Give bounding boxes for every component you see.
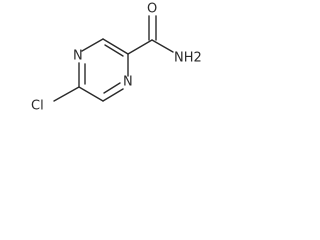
bond-c6-c5 [78,86,104,102]
chemical-structure: N N O NH2 Cl [31,2,202,114]
bond-n1-c6-double [103,82,121,94]
atom-label-n-top: N [73,49,83,64]
atom-label-o: O [147,2,157,17]
bond-c3-c2 [102,38,129,55]
atom-label-n-bottom: N [123,75,133,90]
bond-n4-c3 [81,38,104,52]
bond-carbonyl-nh2 [151,39,174,53]
atom-label-nh2: NH2 [174,51,202,66]
bond-c2-carbonyl [127,39,153,55]
atom-label-cl: Cl [31,99,44,114]
bond-c5-cl [53,86,80,102]
bond-c3-c2-double [104,44,124,57]
bond-n1-c6 [102,88,124,102]
